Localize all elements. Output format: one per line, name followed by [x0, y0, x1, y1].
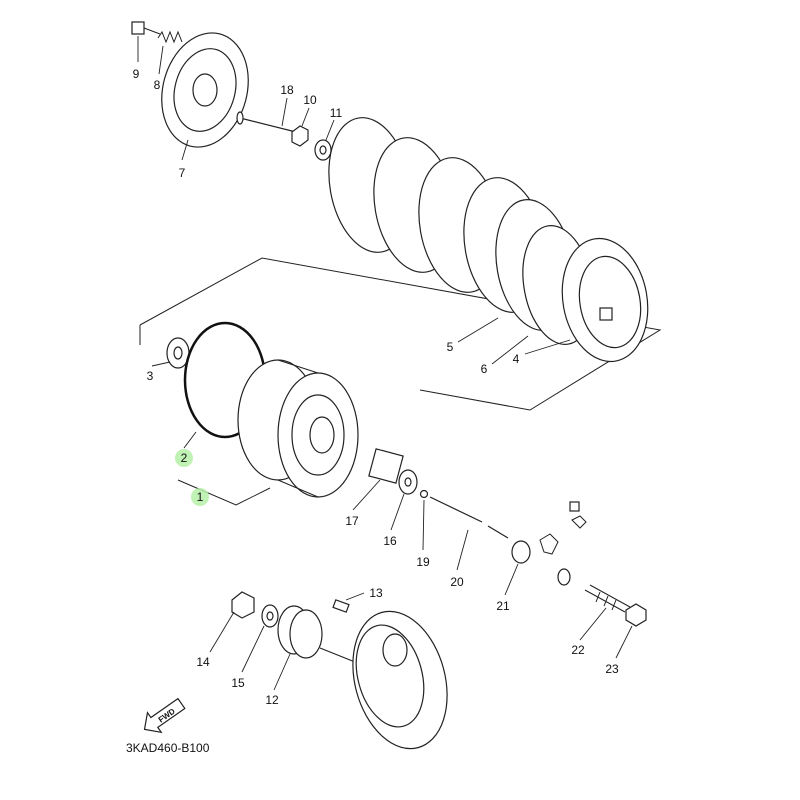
part-push-lever[interactable] — [511, 501, 587, 586]
label-18[interactable]: 18 — [280, 83, 294, 97]
fwd-arrow-icon: FWD — [143, 697, 186, 734]
assembly-outline — [139, 257, 662, 411]
label-9[interactable]: 9 — [133, 67, 140, 81]
part-nut-14[interactable] — [231, 591, 255, 619]
highlight-part-1 — [191, 488, 209, 506]
part-labels: 9 8 7 18 10 11 5 6 4 3 2 1 17 16 19 20 2… — [133, 67, 619, 707]
label-21[interactable]: 21 — [496, 599, 510, 613]
part-washer-16[interactable] — [398, 469, 418, 495]
label-16[interactable]: 16 — [383, 534, 397, 548]
label-3[interactable]: 3 — [147, 369, 154, 383]
label-12[interactable]: 12 — [265, 693, 279, 707]
part-nut[interactable] — [291, 125, 309, 147]
label-14[interactable]: 14 — [196, 655, 210, 669]
part-clutch-housing[interactable] — [237, 359, 359, 498]
part-washer[interactable] — [314, 139, 332, 161]
leader-lines — [137, 36, 633, 691]
label-11[interactable]: 11 — [330, 106, 343, 120]
label-20[interactable]: 20 — [450, 575, 464, 589]
label-7[interactable]: 7 — [179, 166, 186, 180]
label-22[interactable]: 22 — [571, 643, 585, 657]
part-spring[interactable] — [157, 30, 183, 44]
label-17[interactable]: 17 — [345, 514, 359, 528]
part-key[interactable] — [332, 599, 350, 613]
label-15[interactable]: 15 — [231, 676, 245, 690]
part-adjust-screw[interactable] — [584, 584, 631, 613]
part-push-rod[interactable] — [236, 111, 297, 133]
clutch-plate-stack[interactable] — [319, 111, 657, 368]
label-2[interactable]: 2 — [181, 451, 188, 465]
part-locknut[interactable] — [625, 603, 647, 627]
part-push-rod-2[interactable] — [429, 496, 509, 539]
part-primary-gear[interactable] — [277, 605, 323, 659]
label-5[interactable]: 5 — [447, 340, 454, 354]
label-4[interactable]: 4 — [513, 352, 520, 366]
part-collar[interactable] — [368, 448, 404, 484]
part-thrust-washer[interactable] — [166, 337, 190, 369]
label-1[interactable]: 1 — [197, 490, 204, 504]
part-ball[interactable] — [419, 489, 429, 499]
part-bolt[interactable] — [131, 21, 161, 35]
label-23[interactable]: 23 — [605, 662, 619, 676]
label-10[interactable]: 10 — [303, 93, 317, 107]
label-8[interactable]: 8 — [154, 78, 161, 92]
label-6[interactable]: 6 — [481, 362, 488, 376]
label-19[interactable]: 19 — [416, 555, 430, 569]
part-pressure-plate[interactable] — [149, 23, 260, 157]
diagram-code: 3KAD460-B100 — [126, 741, 210, 755]
part-crankshaft[interactable] — [319, 601, 462, 760]
label-13[interactable]: 13 — [369, 586, 383, 600]
highlight-part-2 — [175, 449, 193, 467]
part-washer-15[interactable] — [261, 604, 279, 628]
